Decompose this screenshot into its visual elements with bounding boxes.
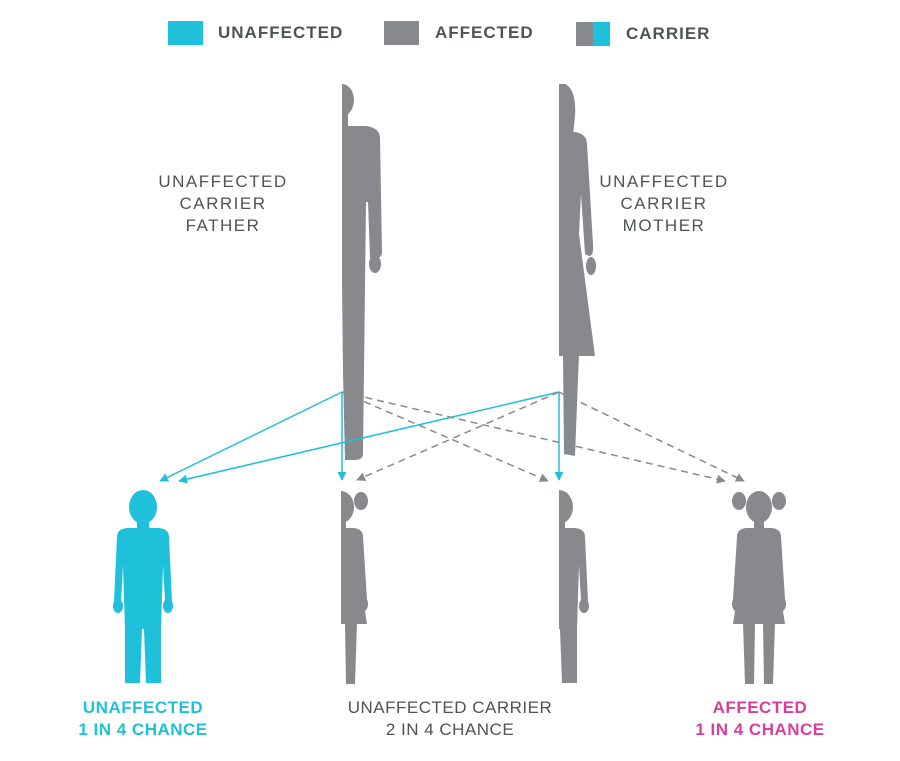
child-girl-carrier bbox=[314, 491, 368, 684]
mother-label: UNAFFECTED CARRIER MOTHER bbox=[589, 171, 739, 237]
mother-label-line2: CARRIER bbox=[620, 194, 708, 213]
legend-swatch-affected bbox=[384, 21, 419, 45]
unaffected-gene-arrows bbox=[159, 391, 564, 484]
outcome-unaffected-line1: UNAFFECTED bbox=[82, 698, 204, 717]
father-label: UNAFFECTED CARRIER FATHER bbox=[148, 171, 298, 237]
mother-label-line1: UNAFFECTED bbox=[599, 172, 729, 191]
legend-label-affected: AFFECTED bbox=[435, 23, 534, 42]
child-girl-affected bbox=[732, 491, 786, 684]
outcome-unaffected-line2: 1 IN 4 CHANCE bbox=[78, 720, 208, 739]
mother-label-line3: MOTHER bbox=[622, 216, 706, 235]
outcome-affected-line2: 1 IN 4 CHANCE bbox=[695, 720, 825, 739]
legend-label-unaffected: UNAFFECTED bbox=[218, 23, 344, 42]
legend-label-carrier: CARRIER bbox=[626, 24, 711, 43]
child-boy-unaffected bbox=[113, 490, 173, 683]
father-label-line1: UNAFFECTED bbox=[158, 172, 288, 191]
father-label-line2: CARRIER bbox=[179, 194, 267, 213]
affected-gene-arrows bbox=[341, 391, 745, 484]
outcome-unaffected-label: UNAFFECTED 1 IN 4 CHANCE bbox=[53, 697, 233, 741]
child-boy-carrier bbox=[529, 490, 589, 683]
legend-swatch-carrier-unaffected-half bbox=[593, 22, 610, 46]
legend-swatch-unaffected bbox=[168, 21, 203, 45]
legend-swatch-carrier-affected-half bbox=[576, 22, 593, 46]
outcome-affected-line1: AFFECTED bbox=[712, 698, 808, 717]
outcome-affected-label: AFFECTED 1 IN 4 CHANCE bbox=[670, 697, 850, 741]
outcome-carrier-label: UNAFFECTED CARRIER 2 IN 4 CHANCE bbox=[310, 697, 590, 741]
outcome-carrier-line2: 2 IN 4 CHANCE bbox=[385, 720, 515, 739]
outcome-carrier-line1: UNAFFECTED CARRIER bbox=[347, 698, 553, 717]
father-label-line3: FATHER bbox=[185, 216, 261, 235]
